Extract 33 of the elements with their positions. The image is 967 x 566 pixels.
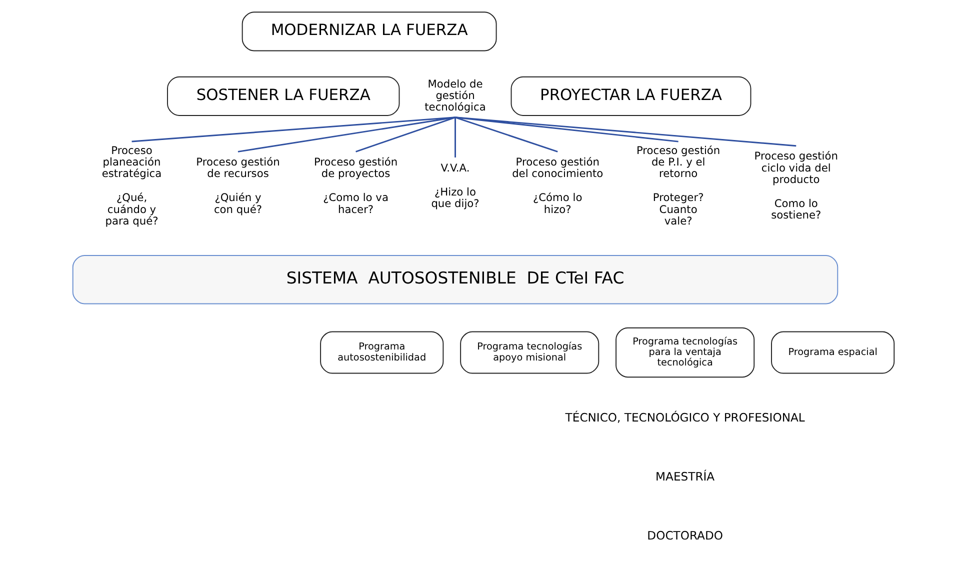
node-box: PROYECTAR LA FUERZA (510, 76, 752, 116)
label: TÉCNICO, TECNOLÓGICO Y PROFESIONAL (565, 410, 805, 425)
connector (356, 116, 456, 152)
label: MAESTRÍA (656, 470, 715, 484)
label: DOCTORADO (647, 528, 723, 542)
node-text: Proceso gestión de recursos (196, 155, 280, 180)
node-box: Programa tecnologías apoyo misional (460, 331, 600, 374)
node-label: ¿Hizo lo que dijo? (431, 185, 480, 210)
connector (132, 116, 456, 142)
node-label: ¿Cómo lo hizo? (533, 191, 582, 216)
connector (455, 116, 678, 142)
node-text: Proceso gestión ciclo vida del producto (754, 150, 838, 186)
node-box: SISTEMA AUTOSOSTENIBLE DE CTeI FAC (72, 255, 838, 304)
connector (454, 117, 456, 158)
node-box: SOSTENER LA FUERZA (167, 76, 400, 116)
node-label: Proteger? Cuanto vale? (652, 191, 704, 228)
node-label: ¿Quién y con qué? (214, 191, 262, 216)
node-text: Proceso gestión del conocimiento (512, 155, 604, 180)
node-box: Programa espacial (771, 331, 895, 374)
connector (238, 116, 456, 152)
node-text: Modelo de gestión tecnológica (424, 77, 486, 114)
connector (455, 116, 796, 147)
node-text: Proceso gestión de proyectos (314, 155, 398, 180)
node-box: Programa tecnologías para la ventaja tecnológica (616, 327, 755, 378)
node-text: Proceso gestión de P.I. y el retorno (636, 144, 720, 180)
node-label: ¿Como lo va hacer? (323, 191, 388, 216)
node-box: Programa autosostenibilidad (320, 331, 444, 374)
node-text: Proceso planeación estratégica (102, 144, 162, 180)
node-label: ¿Qué, cuándo y para qué? (105, 191, 158, 228)
node-text: V.V.A. (440, 161, 470, 174)
connector (455, 116, 558, 152)
node-label: Como lo sostiene? (771, 197, 822, 222)
node-box: MODERNIZAR LA FUERZA (242, 12, 497, 52)
